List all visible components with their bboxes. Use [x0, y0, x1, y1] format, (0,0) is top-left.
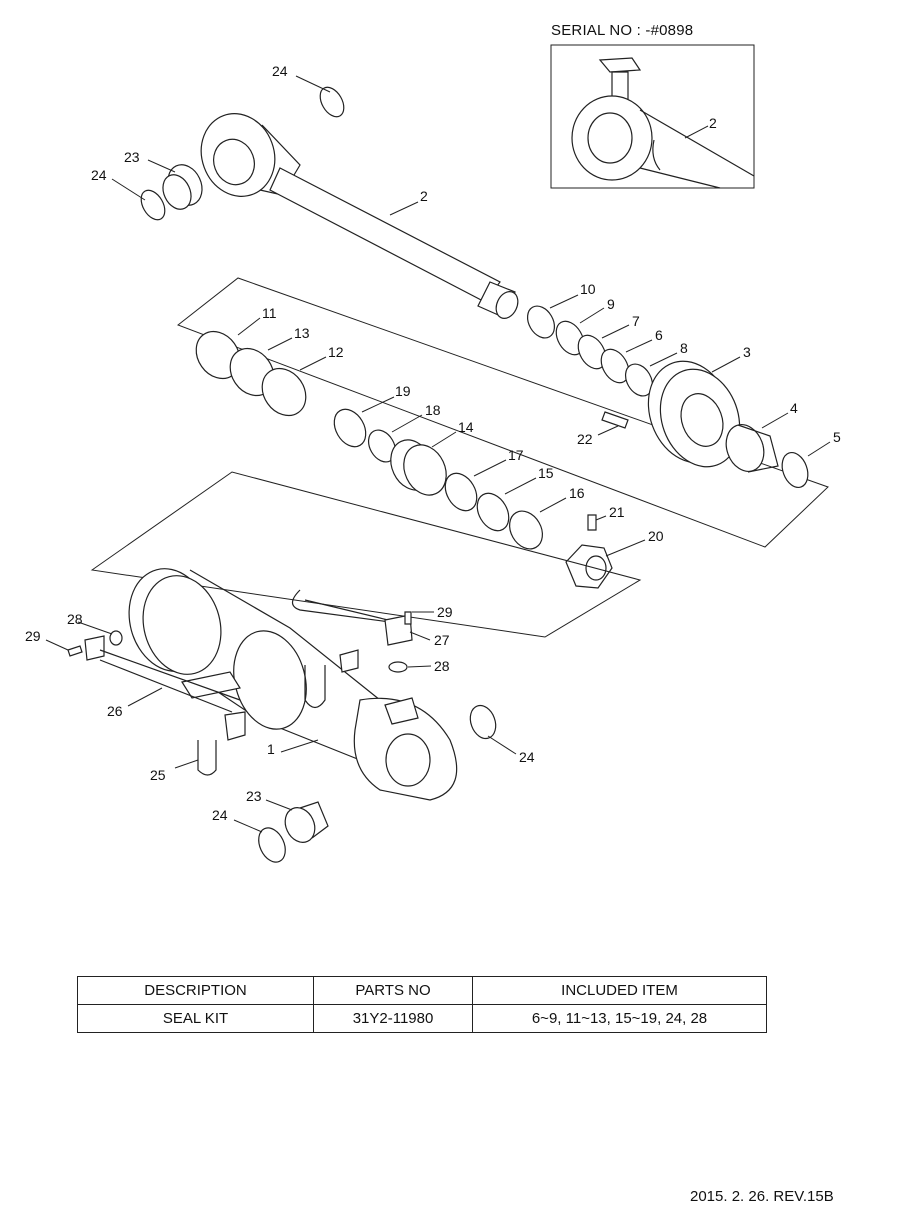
callout-14: 14 [458, 419, 474, 435]
callout-18: 18 [425, 402, 441, 418]
callout-13: 13 [294, 325, 310, 341]
callout-7: 7 [632, 313, 640, 329]
callout-24-d: 24 [212, 807, 228, 823]
callout-19: 19 [395, 383, 411, 399]
header-description: DESCRIPTION [78, 977, 314, 1005]
callout-2-rod: 2 [420, 188, 428, 204]
callout-4: 4 [790, 400, 798, 416]
callout-15: 15 [538, 465, 554, 481]
cylinder-tube [118, 559, 457, 800]
header-parts-no: PARTS NO [314, 977, 473, 1005]
callout-20: 20 [648, 528, 664, 544]
callout-3: 3 [743, 344, 751, 360]
cell-parts-no: 31Y2-11980 [314, 1005, 473, 1033]
piston-rod [190, 103, 522, 322]
callout-24-c: 24 [519, 749, 535, 765]
callout-29-left: 29 [25, 628, 41, 644]
callout-25: 25 [150, 767, 166, 783]
callout-17: 17 [508, 447, 524, 463]
callout-24-a: 24 [272, 63, 288, 79]
revision-footer: 2015. 2. 26. REV.15B [690, 1188, 834, 1205]
exploded-parts-diagram: 24 23 24 2 2 11 13 12 10 9 7 6 8 3 4 5 2… [0, 0, 906, 960]
callout-28-right: 28 [434, 658, 450, 674]
callout-1: 1 [267, 741, 275, 757]
cell-description: SEAL KIT [78, 1005, 314, 1033]
callout-10: 10 [580, 281, 596, 297]
bushing-23-bottom [280, 802, 328, 847]
callout-9: 9 [607, 296, 615, 312]
callout-23-b: 23 [246, 788, 262, 804]
callout-26: 26 [107, 703, 123, 719]
callout-21: 21 [609, 504, 625, 520]
inset-rod-eye [572, 58, 754, 188]
callout-16: 16 [569, 485, 585, 501]
callout-8: 8 [680, 340, 688, 356]
table-row: SEAL KIT 31Y2-11980 6~9, 11~13, 15~19, 2… [78, 1005, 767, 1033]
callout-2-inset: 2 [709, 115, 717, 131]
callout-28-left: 28 [67, 611, 83, 627]
callout-5: 5 [833, 429, 841, 445]
callout-12: 12 [328, 344, 344, 360]
callout-6: 6 [655, 327, 663, 343]
callout-29-right: 29 [437, 604, 453, 620]
cell-included-item: 6~9, 11~13, 15~19, 24, 28 [473, 1005, 767, 1033]
callout-24-b: 24 [91, 167, 107, 183]
table-header-row: DESCRIPTION PARTS NO INCLUDED ITEM [78, 977, 767, 1005]
callout-23-a: 23 [124, 149, 140, 165]
callout-27: 27 [434, 632, 450, 648]
callout-22: 22 [577, 431, 593, 447]
seal-kit-table: DESCRIPTION PARTS NO INCLUDED ITEM SEAL … [77, 976, 767, 1033]
callout-11: 11 [262, 305, 277, 321]
header-included-item: INCLUDED ITEM [473, 977, 767, 1005]
